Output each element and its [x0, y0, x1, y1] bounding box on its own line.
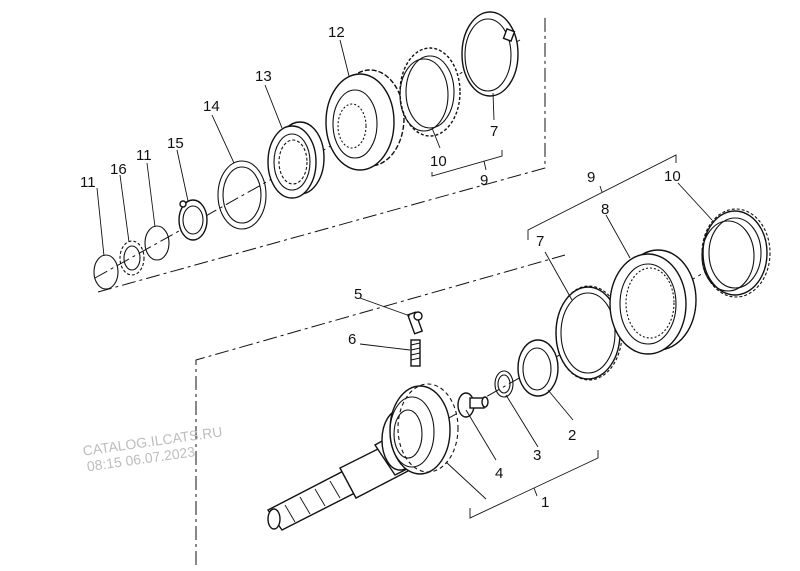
callout-12: 12	[328, 24, 345, 41]
callout-15: 15	[167, 135, 184, 152]
part-15-retaining-ring	[178, 199, 208, 241]
callout-2: 2	[568, 427, 576, 444]
bracket-9-lower	[527, 154, 677, 240]
callout-8: 8	[601, 201, 609, 218]
part-6-spring	[410, 339, 421, 367]
part-7-synchro-ring-upper	[461, 11, 519, 97]
callout-7a: 7	[490, 123, 498, 140]
part-11-circlip-a	[93, 254, 119, 290]
bracket-1-tick	[533, 487, 538, 497]
callout-7b: 7	[536, 233, 544, 250]
callout-3: 3	[533, 447, 541, 464]
part-8-synchro-sleeve	[609, 249, 697, 355]
callout-16: 16	[110, 161, 127, 178]
callout-4: 4	[495, 465, 503, 482]
bracket-9-lower-tick	[599, 185, 603, 193]
leader-lines	[96, 39, 713, 500]
callout-5: 5	[354, 286, 362, 303]
callout-14: 14	[203, 98, 220, 115]
part-3-snap-ring	[494, 370, 514, 398]
callout-9b: 9	[587, 169, 595, 186]
part-5-detent-pin	[406, 311, 424, 335]
part-11-circlip-b	[144, 225, 170, 261]
part-16-toothed-washer	[119, 240, 145, 276]
part-13-needle-bearing	[267, 121, 325, 199]
group-outline-lower	[195, 254, 566, 565]
callout-13: 13	[255, 68, 272, 85]
part-10-synchro-cone-upper	[399, 47, 461, 137]
part-4-plug	[457, 392, 489, 418]
shaft-drive-gear	[389, 383, 459, 475]
callout-6: 6	[348, 331, 356, 348]
watermark: CATALOG.ILCATS.RU 08:15 06.07.2023	[82, 423, 224, 474]
callout-1: 1	[541, 494, 549, 511]
part-12-gear	[325, 69, 405, 171]
part-14-bearing-ring	[217, 160, 267, 230]
callout-10a: 10	[430, 153, 447, 170]
part-2-washer	[517, 339, 559, 397]
callout-labels: 11 16 11 15 14 13 12 10 7 9 9 10 8 7 5 6…	[80, 24, 681, 511]
callout-11b: 11	[136, 147, 152, 164]
bracket-9-upper	[431, 150, 503, 177]
callout-11a: 11	[80, 174, 96, 191]
bracket-9-upper-tick	[483, 160, 487, 171]
group-outline-upper	[97, 14, 546, 293]
callout-9a: 9	[480, 172, 488, 189]
part-10-synchro-cone-lower	[701, 208, 771, 298]
callout-10b: 10	[664, 168, 681, 185]
